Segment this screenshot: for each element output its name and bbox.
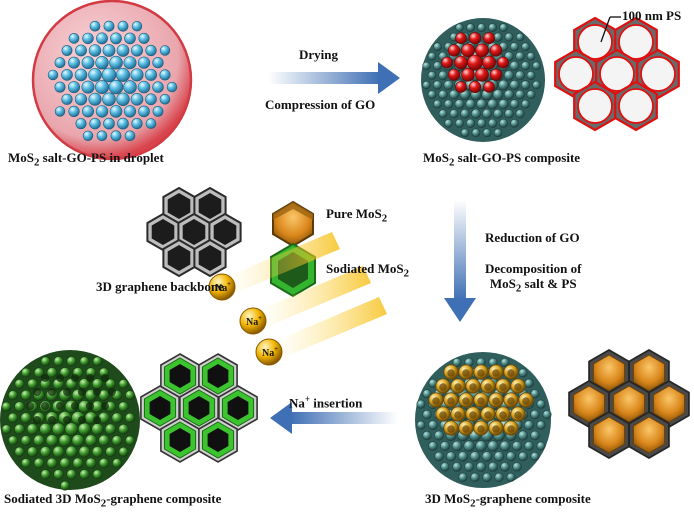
insertion-arrow: [270, 402, 398, 434]
composite-label: MoS2 salt-GO-PS composite: [423, 150, 581, 169]
sodiated-mos2-label: Sodiated MoS2: [326, 261, 410, 280]
drying-label: Drying: [299, 47, 338, 62]
na-ion-label: Na: [215, 283, 227, 294]
pure-mos2-icon: [272, 200, 314, 248]
ps-composite-sphere: [421, 18, 545, 142]
sodium-ions: Na+Na+Na+: [208, 232, 387, 366]
sodiated-sphere: [0, 350, 140, 491]
sodiated-schematic: [140, 353, 258, 463]
green-cells: [1, 356, 136, 491]
insertion-label: Na+ insertion: [289, 394, 363, 411]
compression-label: Compression of GO: [265, 97, 376, 112]
backbone-label: 3D graphene backbone: [96, 279, 224, 294]
graphene-composite-label: 3D MoS2-graphene composite: [425, 491, 591, 510]
mos2-graphene-schematic: [568, 348, 690, 460]
pore-size-label: 100 nm PS: [622, 8, 682, 23]
decomposition-label: Decomposition of MoS2 salt & PS: [485, 261, 582, 295]
na-ion-label: Na: [262, 348, 274, 359]
gold-mos2-cells: [416, 357, 552, 482]
sodiated-composite-label: Sodiated 3D MoS2-graphene composite: [4, 491, 222, 510]
reduction-label: Reduction of GO: [485, 230, 580, 245]
red-ps-spheres: [422, 23, 541, 138]
graphene-backbone-icon: [146, 186, 242, 278]
pore-pointer-line: [600, 16, 611, 43]
ps-template-schematic: [554, 16, 680, 132]
droplet-label: MoS2 salt-GO-PS in droplet: [8, 150, 164, 169]
droplet-sphere: [31, 0, 193, 161]
drying-arrow: [268, 62, 400, 94]
na-ion-charge: +: [258, 314, 262, 322]
na-ion-charge: +: [274, 345, 278, 353]
pure-mos2-label: Pure MoS2: [326, 206, 388, 225]
reduction-arrow: [444, 200, 476, 322]
mos2-graphene-sphere: [415, 352, 552, 488]
na-ion-label: Na: [246, 317, 258, 328]
blue-ps-spheres: [47, 20, 178, 142]
na-ion-charge: +: [227, 280, 231, 288]
